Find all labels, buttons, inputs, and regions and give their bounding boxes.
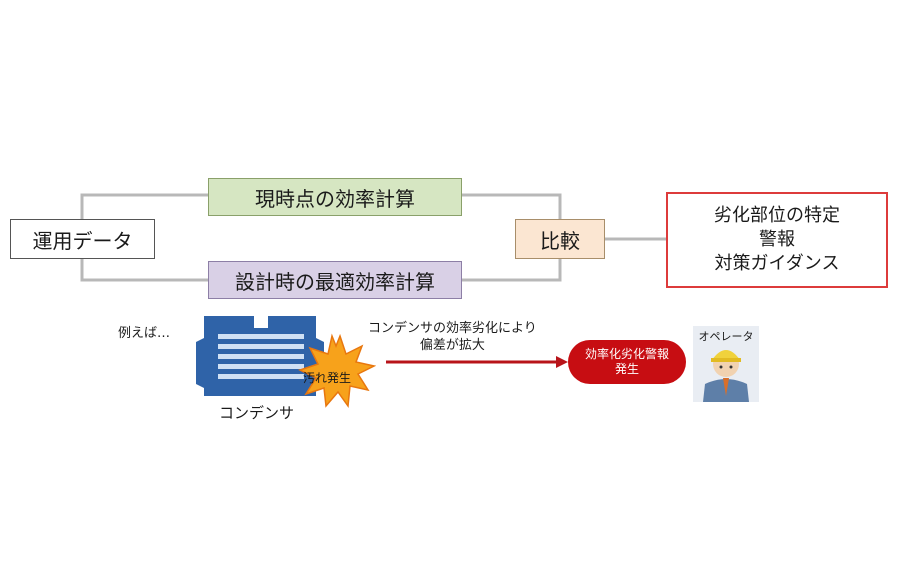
alarm-badge: 効率化劣化警報 発生 <box>568 340 686 384</box>
dirt-burst-icon <box>298 333 376 409</box>
alarm-line1: 効率化劣化警報 <box>584 347 669 361</box>
deviation-text-line2: 偏差が拡大 <box>419 338 485 353</box>
compare-box: 比較 <box>515 219 605 259</box>
condenser-label: コンデンサ <box>219 404 295 422</box>
dirt-label: 汚れ発生 <box>303 371 352 385</box>
example-prefix: 例えば… <box>118 326 171 341</box>
design-efficiency-box: 設計時の最適効率計算 <box>208 261 462 299</box>
result-line-alarm: 警報 <box>759 229 795 250</box>
result-box: 劣化部位の特定 警報 対策ガイダンス <box>666 192 888 288</box>
result-line-guidance: 対策ガイダンス <box>714 253 840 274</box>
operator-label: オペレータ <box>698 330 754 343</box>
current-efficiency-label: 現時点の効率計算 <box>255 186 415 211</box>
result-line-degradation: 劣化部位の特定 <box>714 205 840 226</box>
operation-data-box: 運用データ <box>10 219 155 259</box>
design-efficiency-label: 設計時の最適効率計算 <box>235 269 435 294</box>
operation-data-label: 運用データ <box>32 228 133 253</box>
compare-label: 比較 <box>540 228 580 253</box>
deviation-text-line1: コンデンサの効率劣化により <box>368 321 537 336</box>
operator-card: オペレータ <box>693 326 759 402</box>
alarm-line2: 発生 <box>614 362 639 376</box>
arrow-head <box>556 356 568 368</box>
operator-icon <box>703 350 749 402</box>
deviation-text: コンデンサの効率劣化により 偏差が拡大 <box>368 320 537 354</box>
condenser-illustration <box>196 316 376 409</box>
current-efficiency-box: 現時点の効率計算 <box>208 178 462 216</box>
